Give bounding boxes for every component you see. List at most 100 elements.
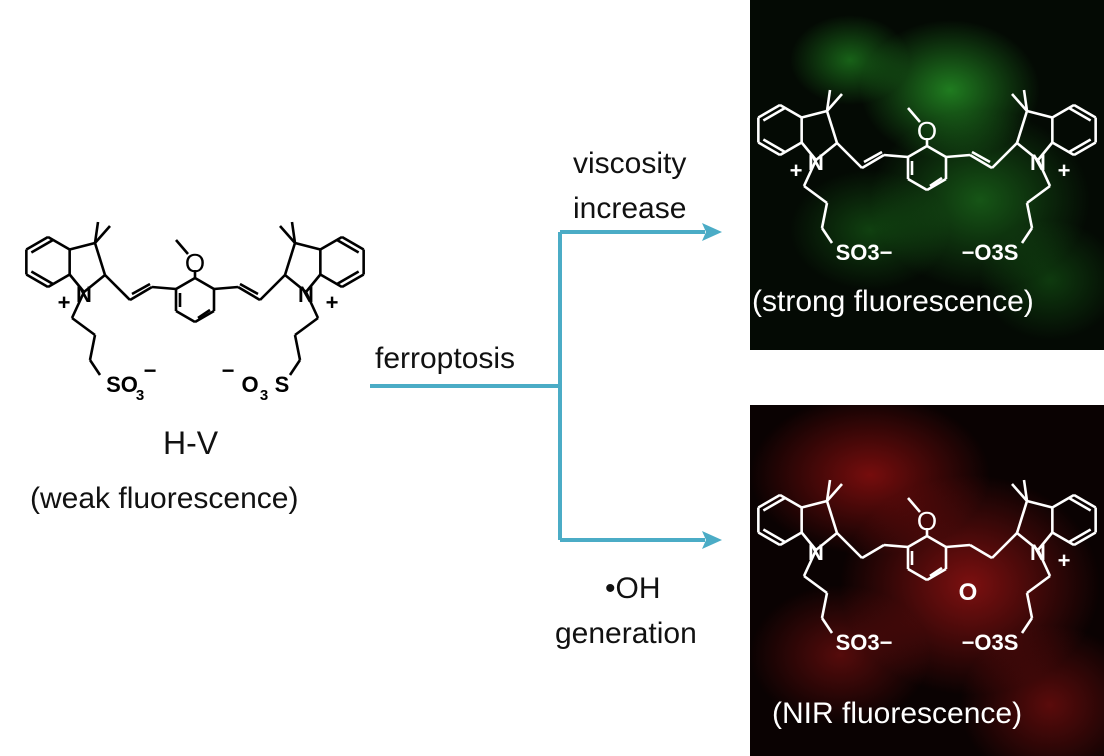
bond (1022, 479, 1029, 502)
bond (757, 141, 781, 157)
bond (1073, 493, 1097, 509)
bond (239, 282, 259, 296)
bond (70, 291, 86, 319)
bond (820, 227, 834, 244)
bond (762, 496, 786, 512)
bond (1073, 531, 1097, 547)
sulfonate-group: SO (106, 372, 138, 397)
bond (88, 334, 97, 361)
bond (820, 617, 834, 634)
bond (284, 273, 307, 294)
bond (820, 592, 829, 619)
bond (68, 273, 86, 293)
bond (971, 150, 991, 164)
bond (1036, 549, 1052, 577)
bond (991, 142, 1018, 169)
bond (93, 242, 107, 276)
reaction-arrows (370, 223, 722, 549)
compound-name: H-V (163, 425, 219, 461)
generation-label: generation (555, 617, 697, 650)
bond (907, 567, 928, 582)
bond (1036, 531, 1054, 551)
bond (131, 282, 151, 296)
bond (779, 493, 803, 509)
bond (279, 225, 296, 244)
bond (1016, 141, 1039, 162)
bond (336, 238, 360, 254)
bond (820, 202, 829, 229)
bond (319, 235, 343, 251)
sulfonate-group-left: SO3− (836, 630, 893, 655)
bond (1068, 496, 1092, 512)
bond (129, 285, 153, 302)
bond (1026, 499, 1053, 509)
bond (1051, 141, 1075, 157)
bond (926, 144, 947, 159)
bond (1068, 106, 1092, 122)
bond (1051, 103, 1075, 119)
bond (94, 225, 111, 244)
bond (762, 106, 786, 122)
bond (1020, 617, 1034, 634)
bond (945, 153, 971, 159)
bond (800, 531, 818, 551)
bond (907, 177, 928, 192)
bond (1016, 531, 1039, 552)
ferroptosis-label: ferroptosis (375, 342, 516, 375)
bond (802, 549, 818, 577)
nitrogen-atom: N (808, 150, 824, 175)
bond (304, 273, 322, 293)
bond (1051, 531, 1075, 547)
oxygen-atom: O (917, 506, 937, 536)
bond (69, 241, 96, 251)
bond (93, 221, 100, 244)
arrow-lines (370, 230, 705, 542)
bond (1011, 93, 1028, 112)
bond (194, 276, 215, 291)
bond (83, 273, 106, 294)
bond (1026, 184, 1051, 205)
bond (1073, 103, 1097, 119)
bond (25, 273, 49, 289)
bond (757, 103, 781, 119)
positive-charge: + (790, 158, 803, 183)
nitrogen-atom: N (1030, 540, 1046, 565)
sulfonate-subscript: 3 (136, 387, 144, 404)
oxygen-atom: O (185, 248, 205, 278)
arrowhead-bottom (702, 531, 722, 549)
sulfonate-charge: − (144, 358, 157, 383)
viscosity-label: viscosity (573, 147, 687, 180)
bond (762, 138, 786, 154)
bond (757, 493, 781, 509)
bond (883, 153, 909, 159)
bond (30, 238, 54, 254)
positive-charge: + (1058, 158, 1071, 183)
bond (803, 184, 828, 205)
strong-fluorescence-caption: (strong fluorescence) (752, 285, 1034, 318)
positive-charge: + (58, 290, 71, 315)
bond (175, 309, 196, 324)
bond (319, 273, 343, 289)
bond (907, 497, 921, 513)
bond (294, 316, 319, 337)
nitrogen-atom: N (1030, 150, 1046, 175)
bond (213, 285, 239, 291)
bond (175, 239, 189, 255)
bond (969, 543, 993, 560)
sulfonate-group-right: −O3S (962, 240, 1019, 265)
bond (1026, 109, 1053, 119)
bond (1025, 202, 1034, 229)
bond (929, 566, 943, 578)
bond (1068, 528, 1092, 544)
bond (237, 285, 261, 302)
positive-charge: + (1058, 548, 1071, 573)
bond (863, 150, 883, 164)
bond (883, 543, 909, 549)
bond (47, 235, 71, 251)
bond (1015, 110, 1029, 144)
bond (969, 153, 993, 170)
bond (304, 291, 320, 319)
